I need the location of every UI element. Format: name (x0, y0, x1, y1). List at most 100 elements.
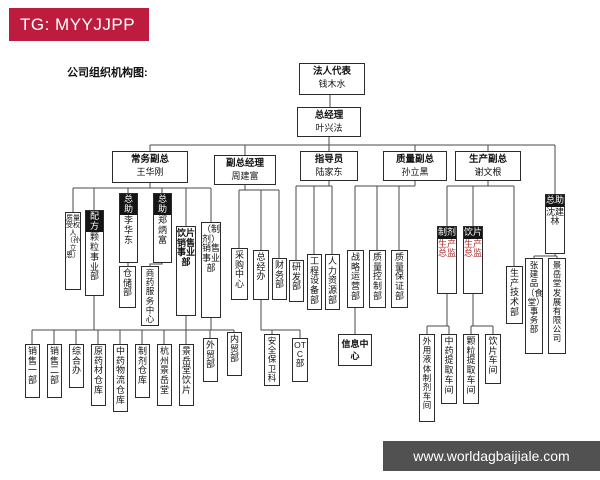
node-label: 安全保卫科 (267, 336, 277, 383)
node-title: 副总经理 (225, 158, 264, 169)
node-domestic-trade-dept: 内贸部 (227, 332, 242, 376)
node-service-center: 商药服务中心 (141, 266, 159, 326)
node-canteen-affairs-dept: 张建品（食堂）事务部 (525, 258, 543, 354)
node-label: 总经办 (256, 252, 266, 282)
node-label: 杭州景岳堂 (159, 346, 169, 395)
node-hr-dept: 人力资源部 (325, 254, 340, 310)
node-person: 周建富 (231, 170, 259, 181)
node-person: 钱木水 (318, 78, 346, 89)
node-engineering-equipment-dept: 工程设备部 (307, 254, 322, 310)
node-tcm-extraction-workshop: 中药提取车间 (441, 334, 457, 404)
node-label: 销售一部 (27, 346, 37, 386)
node-label: 内贸部 (229, 334, 239, 364)
node-executive-deputy-gm: 常务副总 王华刚 (112, 151, 188, 183)
node-raw-material-warehouse: 原药材仓库 (91, 344, 106, 406)
tg-badge-text: TG: MYYJJPP (20, 14, 136, 34)
node-label: 外用液体制剂车间 (422, 336, 432, 411)
node-information-center: 信息中心 (338, 334, 372, 366)
node-title: 法人代表 (312, 66, 351, 77)
node-pieces-sales-bu: 饮片销售事业部 (176, 226, 196, 316)
node-label: 原药材仓库 (93, 346, 103, 395)
node-head: 总助 (154, 194, 171, 216)
node-label: 中药提取车间 (444, 336, 454, 395)
node-foreign-trade-dept: 外贸部 (203, 338, 218, 382)
node-purchasing-center: 采购中心 (231, 248, 248, 300)
node-formulation-warehouse: 制剂仓库 (135, 344, 150, 398)
node-label: 李华东 (123, 215, 133, 245)
node-label: 生产总监 (438, 238, 457, 259)
node-label: 颗粒提取车间 (466, 336, 476, 395)
node-general-manager: 总经理 叶兴法 (297, 107, 361, 137)
node-label: 制剂仓库 (137, 346, 147, 386)
node-head: 总助 (546, 195, 565, 207)
node-person: 孙立黑 (401, 166, 429, 177)
node-label: 采购中心 (234, 250, 244, 290)
wire-instructor (295, 181, 333, 260)
node-label: 生产技术部 (509, 268, 519, 317)
node-granule-extraction-workshop: 颗粒提取车间 (463, 334, 479, 404)
node-gm-office: 总经办 (253, 250, 269, 300)
node-pieces-production-director: 饮片 生产总监 (463, 226, 483, 294)
node-assistant-zheng: 总助 郑炳富 (153, 193, 172, 263)
node-security-section: 安全保卫科 (264, 334, 280, 386)
node-tcm-logistics-warehouse: 中药物流仓库 (113, 344, 128, 412)
node-label: 商药服务中心 (145, 268, 155, 324)
node-sales-dept-2: 销售二部 (47, 344, 62, 398)
node-title: 总经理 (314, 110, 344, 121)
node-label: 战略运营部 (350, 252, 360, 301)
wire-directors (426, 294, 494, 334)
wire-bottom-left (31, 296, 235, 344)
node-title: 质量副总 (395, 154, 434, 165)
wire-assistant-right (533, 254, 558, 258)
node-strategy-operations-dept: 战略运营部 (347, 250, 364, 308)
node-assistant-li: 总助 李华东 (119, 193, 138, 263)
node-person: 叶兴法 (315, 122, 343, 133)
watermark-banner: www.worldagbaijiale.com (383, 441, 600, 471)
node-person: 王华刚 (136, 166, 164, 177)
node-quality-authorized-person: 质量受权人（孙立恩） (65, 212, 81, 290)
node-head: 饮片 (464, 227, 483, 239)
node-title: 生产副总 (468, 154, 507, 165)
wire-exec (72, 183, 212, 226)
wire-gmoffice (260, 300, 301, 338)
node-finance-dept: 财务部 (272, 258, 287, 300)
node-head: 配方 (86, 211, 103, 233)
node-title: 指导员 (314, 154, 344, 165)
node-label: 质量保证部 (394, 252, 404, 301)
node-storage-dept: 仓储部 (119, 266, 136, 308)
node-deputy-gm: 副总经理 周建富 (214, 155, 276, 185)
wire-trunk (149, 95, 556, 194)
node-production-technology-dept: 生产技术部 (506, 266, 523, 324)
node-label: 外贸部 (205, 340, 215, 370)
node-instructor: 指导员 陆家东 (300, 151, 358, 181)
node-label: 工程设备部 (309, 256, 319, 305)
node-label: 景岳堂发展有限公司 (552, 260, 562, 344)
node-label: 财务部 (274, 260, 284, 290)
node-label: 颗粒事业部 (89, 232, 99, 282)
chart-heading: 公司组织机构图: (67, 67, 148, 79)
node-label: 质量受权人（孙立恩） (66, 215, 80, 260)
node-label: 综合办 (71, 346, 81, 376)
node-pieces-workshop: 饮片车间 (485, 334, 501, 384)
node-otc-dept: OTC部 (292, 338, 308, 382)
node-quality-assurance-dept: 质量保证部 (391, 250, 408, 308)
node-jingyuetang-pieces: 景岳堂饮片 (179, 344, 194, 406)
node-legal-representative: 法人代表 钱木水 (299, 63, 365, 95)
wire-quality (354, 181, 416, 334)
node-label: 研发部 (291, 262, 301, 292)
node-label: 中药物流仓库 (115, 346, 125, 405)
node-hangzhou-jingyuetang: 杭州景岳堂 (157, 344, 172, 406)
node-label: 沈建林 (546, 206, 565, 227)
node-label: 饮片销售事业部 (177, 228, 196, 268)
node-label: 郑炳富 (157, 215, 167, 245)
node-label: 仓储部 (122, 268, 132, 298)
node-head: 制剂 (438, 227, 457, 239)
node-person: 谢文根 (474, 166, 502, 177)
node-head: 总助 (120, 194, 137, 216)
node-production-deputy-gm: 生产副总 谢文根 (455, 151, 521, 181)
node-label: （制剂）销售事业部 (202, 224, 221, 273)
node-quality-control-dept: 质量控制部 (369, 250, 386, 308)
node-formulation-production-director: 制剂 生产总监 (437, 226, 457, 294)
node-label: 信息中心 (341, 339, 369, 361)
